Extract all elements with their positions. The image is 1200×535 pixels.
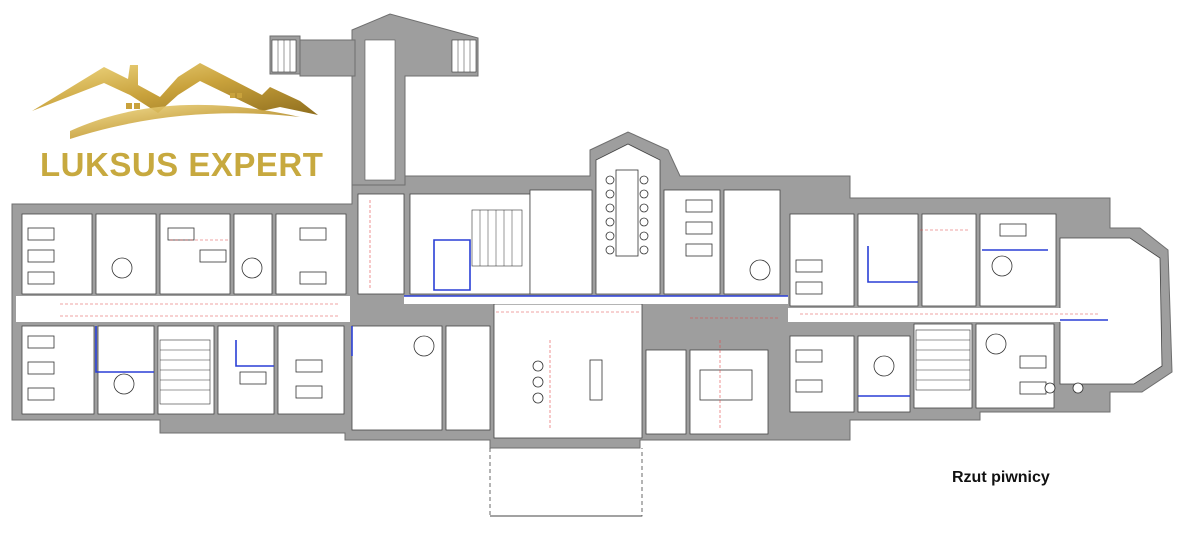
plan-caption: Rzut piwnicy xyxy=(952,469,1050,486)
brand-name: LUKSUS EXPERT xyxy=(40,146,324,183)
installation-lines xyxy=(60,200,1100,430)
furniture xyxy=(27,199,1084,404)
corridors xyxy=(16,39,1108,322)
conference-table xyxy=(605,169,649,257)
blue-partitions xyxy=(95,239,1108,397)
golden-roofs-logo-icon xyxy=(32,63,318,139)
staircases xyxy=(159,39,971,405)
